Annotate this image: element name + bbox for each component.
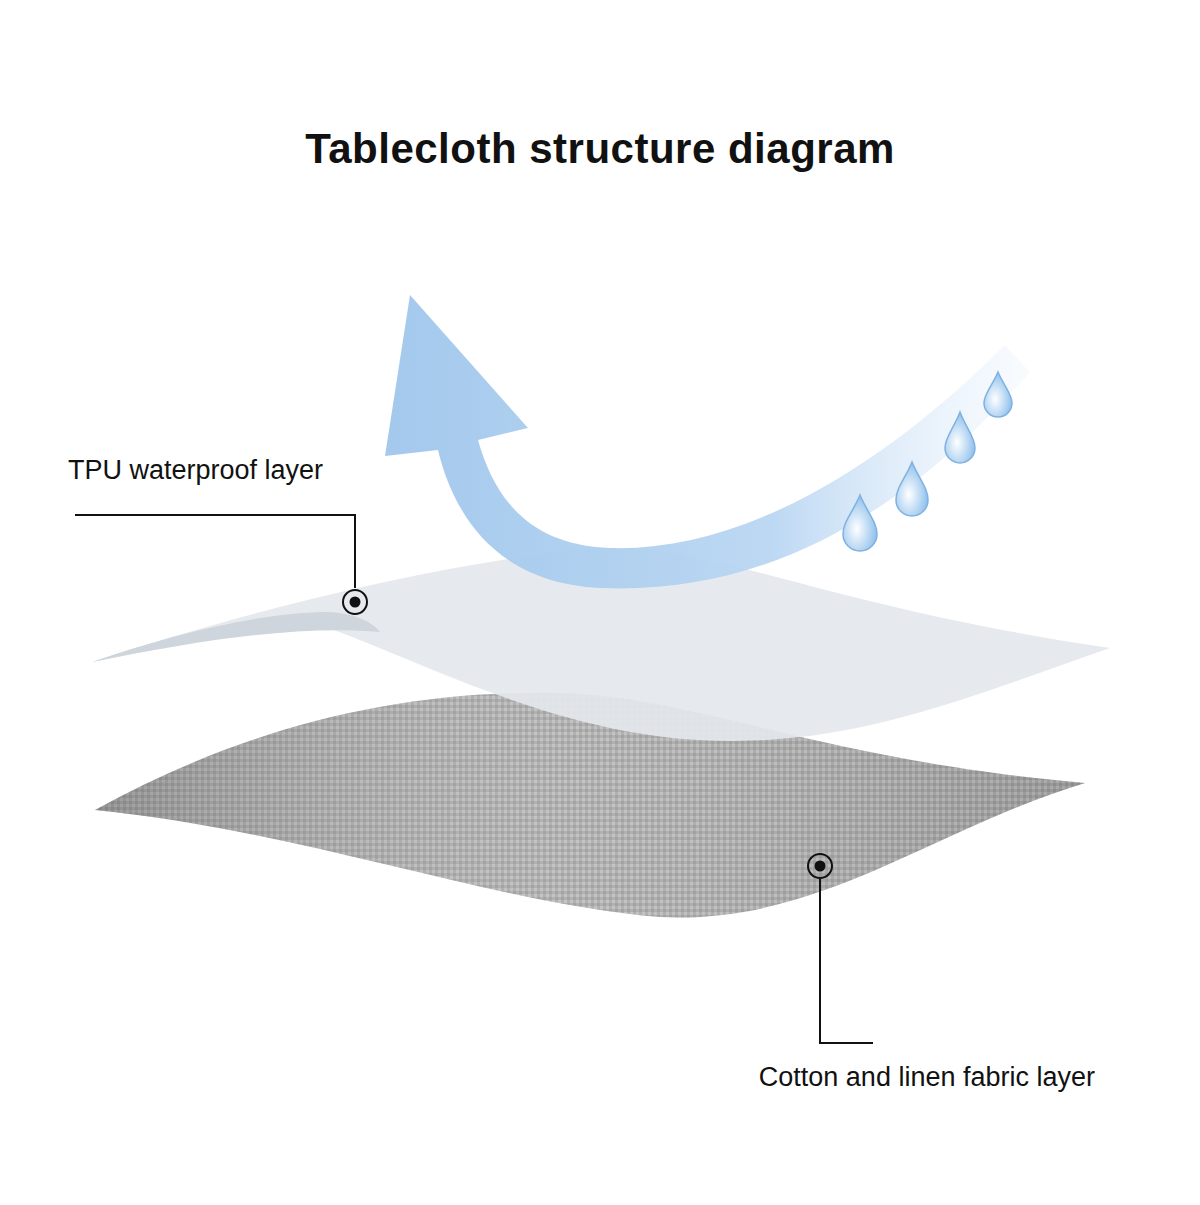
title-slot: Tablecloth structure diagram xyxy=(0,125,1200,173)
water-droplets xyxy=(843,372,1012,551)
fabric-layer xyxy=(95,693,1085,918)
leader-lines xyxy=(75,515,873,1043)
title: Tablecloth structure diagram xyxy=(305,125,895,173)
label-slot: TPU waterproof layer xyxy=(68,455,323,486)
moisture-arrow xyxy=(385,295,1030,588)
part-label: TPU waterproof layer xyxy=(68,455,323,486)
label-slot: Cotton and linen fabric layer xyxy=(759,1062,1095,1093)
part-label: Cotton and linen fabric layer xyxy=(759,1062,1095,1093)
